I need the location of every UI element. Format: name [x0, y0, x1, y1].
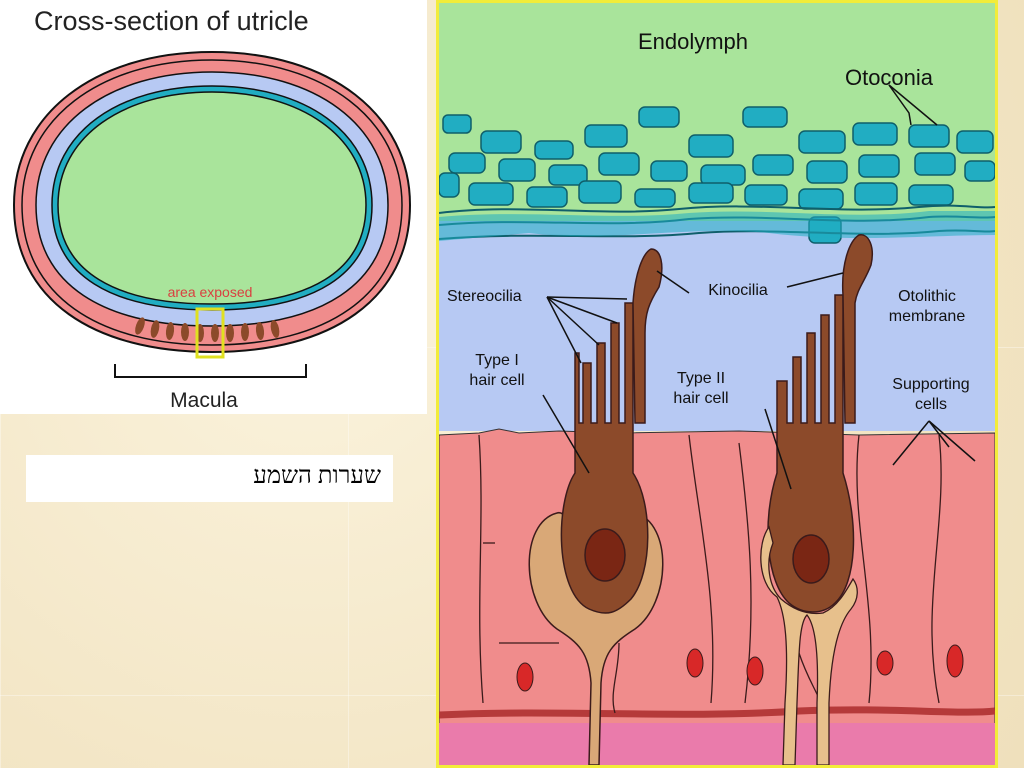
type2-kinocilium [841, 234, 873, 424]
leader-lines [542, 84, 976, 490]
utricle-diagram: area exposed Macula [12, 50, 412, 412]
supporting-cell-nuclei [516, 644, 964, 692]
otoconia-label: Otoconia [845, 65, 934, 90]
supporting-label-line1: Supporting [892, 376, 969, 393]
type1-hair-cell [560, 302, 649, 614]
type2-nucleus [792, 534, 830, 584]
stereocilia-label: Stereocilia [447, 288, 522, 305]
basement-layer [439, 723, 995, 765]
otolithic-membrane-region [439, 221, 995, 431]
otolithic-label-line2: membrane [889, 308, 966, 325]
type1-kinocilium [632, 248, 663, 424]
macula-label: Macula [170, 389, 238, 412]
supporting-label-line2: cells [915, 396, 947, 413]
utricle-lumen [57, 91, 367, 305]
type2-nerve-terminals [760, 525, 858, 765]
caption-text: שערות השמע [253, 463, 381, 489]
area-exposed-label: area exposed [168, 284, 253, 300]
type1-label-line1: Type I [475, 352, 519, 369]
type1-label-line2: hair cell [469, 372, 524, 389]
type2-label-line1: Type II [677, 370, 725, 387]
macula-hair-tufts [135, 317, 280, 342]
type2-hair-cell [767, 294, 855, 613]
macula-bracket [114, 364, 307, 378]
kinocilia-label: Kinocilia [708, 282, 768, 299]
endolymph-label: Endolymph [638, 29, 748, 54]
type2-label-line2: hair cell [673, 390, 728, 407]
macula-diagram: Endolymph Otoconia Stereocilia Kinocilia… [439, 3, 995, 765]
type1-nucleus [584, 528, 626, 582]
otolithic-label-line1: Otolithic [898, 288, 956, 305]
figure-title: Cross-section of utricle [34, 6, 309, 36]
utricle-cross-section-figure: Cross-section of utricle area exposed M [0, 0, 427, 414]
macula-detail-figure: Endolymph Otoconia Stereocilia Kinocilia… [436, 0, 998, 768]
area-exposed-highlight [195, 307, 225, 359]
caption-box: שערות השמע [26, 455, 393, 502]
